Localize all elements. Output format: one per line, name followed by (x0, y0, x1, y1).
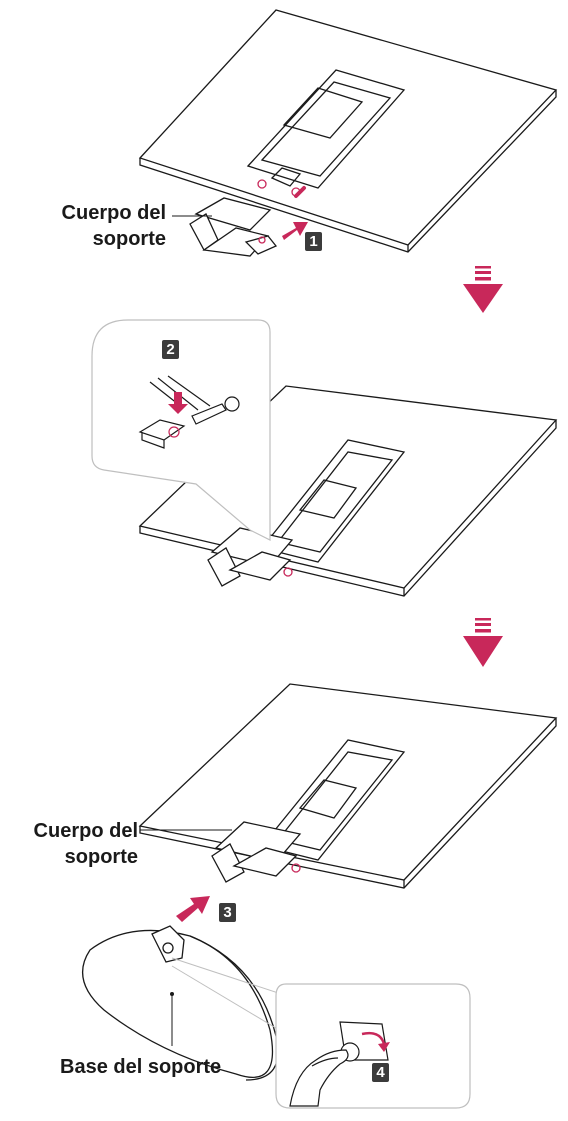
stand-body-part-2 (207, 527, 294, 587)
step-badge-4: 4 (372, 1063, 389, 1082)
stand-base-label: Base del soporte (60, 1056, 222, 1078)
screw-arrow-2 (168, 392, 188, 414)
step-badge-1: 1 (305, 232, 322, 251)
monitor-panel-1 (138, 9, 558, 253)
zoom-callout-2 (91, 319, 271, 541)
push-arrow-1 (282, 222, 308, 240)
down-arrow-1 (463, 266, 503, 313)
step-badge-2: 2 (162, 340, 179, 359)
screw-detail-2 (138, 375, 240, 449)
stand-base-part (82, 925, 279, 1081)
stand-body-label-1: Cuerpo del soporte (61, 202, 166, 250)
step-badge-3: 3 (219, 903, 236, 922)
stand-body-part-3 (211, 821, 302, 883)
stand-body-label-2: Cuerpo del soporte (33, 820, 138, 868)
thumbscrew-detail-4 (289, 1021, 389, 1107)
rotate-arrow-4 (361, 1031, 386, 1045)
down-arrow-2 (463, 618, 503, 667)
push-arrow-3 (176, 896, 210, 922)
monitor-panel-3 (138, 683, 558, 889)
stand-body-part-1 (189, 197, 278, 257)
